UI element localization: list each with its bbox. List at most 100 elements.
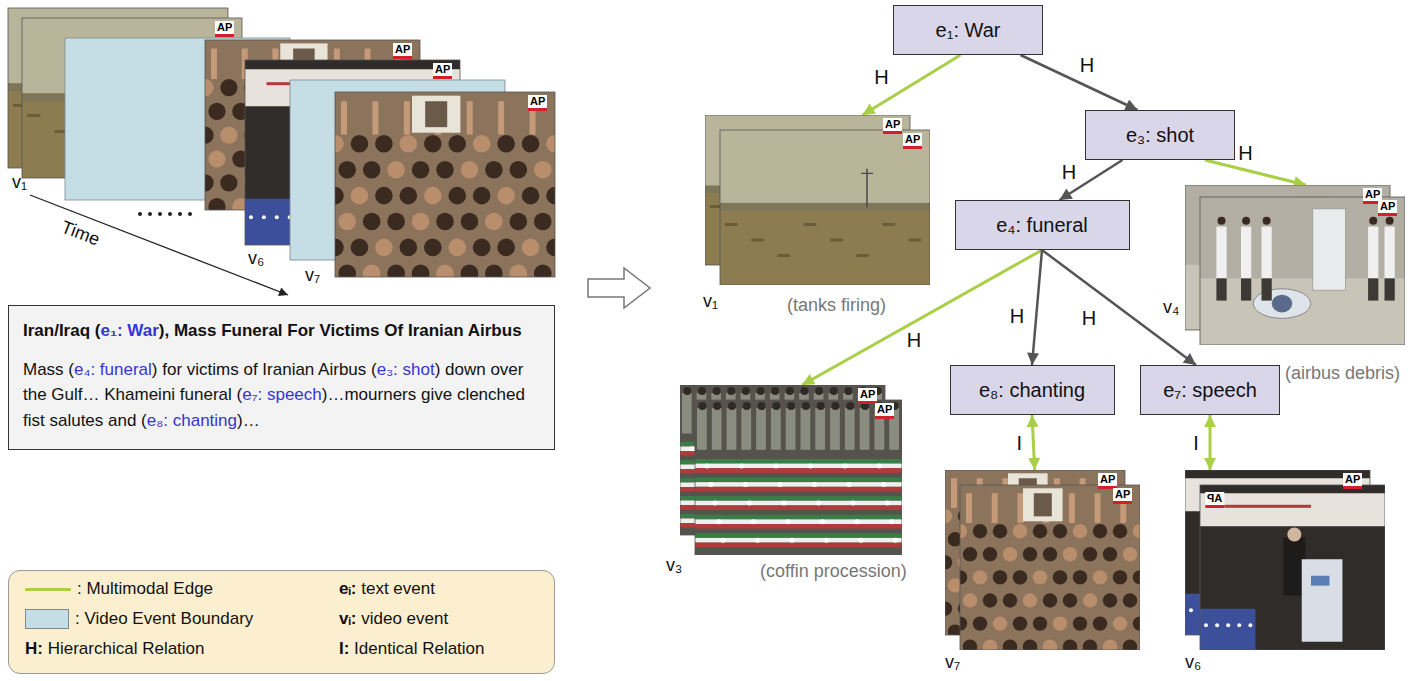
illustration-shape: [1123, 640, 1137, 651]
illustration-shape: [1095, 493, 1101, 523]
illustration-shape: [786, 408, 796, 450]
illustration-shape: [1241, 278, 1251, 300]
illustration-shape: [847, 482, 852, 487]
illustration-shape: [1218, 217, 1226, 225]
text-document-box: Iran/Iraq (e₁: War), Mass Funeral For Vi…: [8, 305, 555, 450]
illustration-shape: [1263, 217, 1271, 225]
illustration-shape: [786, 519, 791, 524]
illustration-shape: [436, 161, 454, 179]
illustration-shape: [778, 482, 783, 487]
ap-watermark: AP: [858, 388, 877, 404]
illustration-shape: [713, 501, 718, 506]
relation-label: H: [1080, 307, 1098, 329]
illustration-shape: [1215, 623, 1219, 627]
illustration-shape: [1133, 616, 1140, 630]
time-arrow: [30, 195, 288, 295]
illustration-shape: [1241, 227, 1251, 279]
illustration-shape: [816, 501, 821, 506]
illustration-shape: [372, 101, 378, 134]
relation-label: I: [1015, 432, 1025, 454]
relation-label: H: [1008, 305, 1026, 327]
illustration-shape: [993, 570, 1007, 584]
illustration-shape: [485, 161, 503, 179]
illustration-shape: [1123, 593, 1137, 607]
text-run: ) for victims of Iranian Airbus (: [152, 360, 377, 379]
illustration-shape: [1237, 623, 1241, 627]
illustration-shape: [335, 92, 555, 277]
illustration-shape: [534, 213, 552, 231]
illustration-shape: [830, 408, 840, 450]
illustration-shape: [1311, 576, 1330, 586]
illustration-shape: [424, 135, 442, 153]
legend-key: I:: [339, 639, 349, 658]
illustration-shape: [790, 538, 795, 543]
video-frame-image: [953, 485, 1140, 650]
frame-caption: (tanks firing): [787, 295, 886, 316]
illustration-shape: [1242, 217, 1250, 225]
legend-description: video event: [357, 609, 449, 628]
transform-arrow: [588, 268, 650, 308]
illustration-shape: [695, 400, 902, 555]
legend-line-sample: [25, 588, 71, 591]
illustration-shape: [695, 400, 902, 555]
illustration-shape: [885, 501, 890, 506]
illustration-shape: [205, 127, 214, 144]
illustration-shape: [424, 187, 442, 205]
relation-label: I: [1191, 432, 1201, 454]
ap-watermark: AP: [215, 21, 234, 37]
event-label: e₇: speech: [1163, 379, 1257, 402]
document-body: Mass (e₄: funeral) for victims of Irania…: [23, 357, 540, 434]
illustration-shape: [1200, 197, 1405, 345]
illustration-shape: [546, 187, 555, 205]
illustration-shape: [208, 150, 225, 167]
illustration-shape: [695, 400, 902, 555]
illustration-shape: [1385, 278, 1395, 300]
illustration-shape: [695, 543, 902, 548]
legend-text: H: Hierarchical Relation: [25, 639, 205, 659]
legend-item: : Video Event Boundary: [25, 609, 253, 629]
illustration-shape: [855, 519, 860, 524]
illustration-shape: [1003, 593, 1017, 607]
illustration-shape: [1200, 197, 1405, 345]
illustration-shape: [1063, 640, 1077, 651]
event-label: e₄: funeral: [996, 214, 1088, 237]
illustration-shape: [771, 387, 779, 395]
ap-watermark: AP: [1113, 488, 1132, 504]
illustration-shape: [510, 265, 528, 278]
illustration-shape: [205, 79, 214, 96]
illustration-shape: [1073, 524, 1087, 538]
relation-label: H: [1060, 161, 1078, 183]
video-id: v₆: [1185, 652, 1201, 673]
illustration-shape: [774, 463, 779, 468]
illustration-shape: [220, 127, 237, 144]
illustration-shape: [363, 265, 381, 278]
illustration-shape: [881, 482, 886, 487]
illustration-shape: [534, 265, 552, 278]
illustration-shape: [725, 223, 738, 226]
illustration-shape: [756, 408, 766, 450]
illustration-shape: [1083, 547, 1097, 561]
illustration-shape: [1219, 505, 1312, 508]
illustration-shape: [844, 387, 852, 395]
illustration-shape: [1063, 593, 1077, 607]
illustration-shape: [1113, 524, 1127, 538]
illustration-shape: [275, 215, 279, 219]
illustration-shape: [1226, 623, 1230, 627]
illustration-shape: [363, 213, 381, 231]
illustration-shape: [727, 387, 735, 395]
illustration-shape: [973, 570, 987, 584]
illustration-shape: [963, 640, 977, 651]
multimodal-edge: [1205, 160, 1306, 185]
illustration-shape: [755, 538, 760, 543]
illustration-shape: [695, 487, 902, 492]
illustration-shape: [1200, 485, 1385, 650]
illustration-shape: [1368, 227, 1378, 279]
relation-label: H: [872, 66, 890, 88]
illustration-shape: [695, 496, 902, 501]
illustration-shape: [786, 387, 794, 395]
illustration-shape: [757, 387, 765, 395]
illustration-shape: [1313, 209, 1346, 290]
text-run: Mass (: [23, 360, 74, 379]
legend-item: H: Hierarchical Relation: [25, 639, 205, 659]
illustration-shape: [497, 187, 515, 205]
